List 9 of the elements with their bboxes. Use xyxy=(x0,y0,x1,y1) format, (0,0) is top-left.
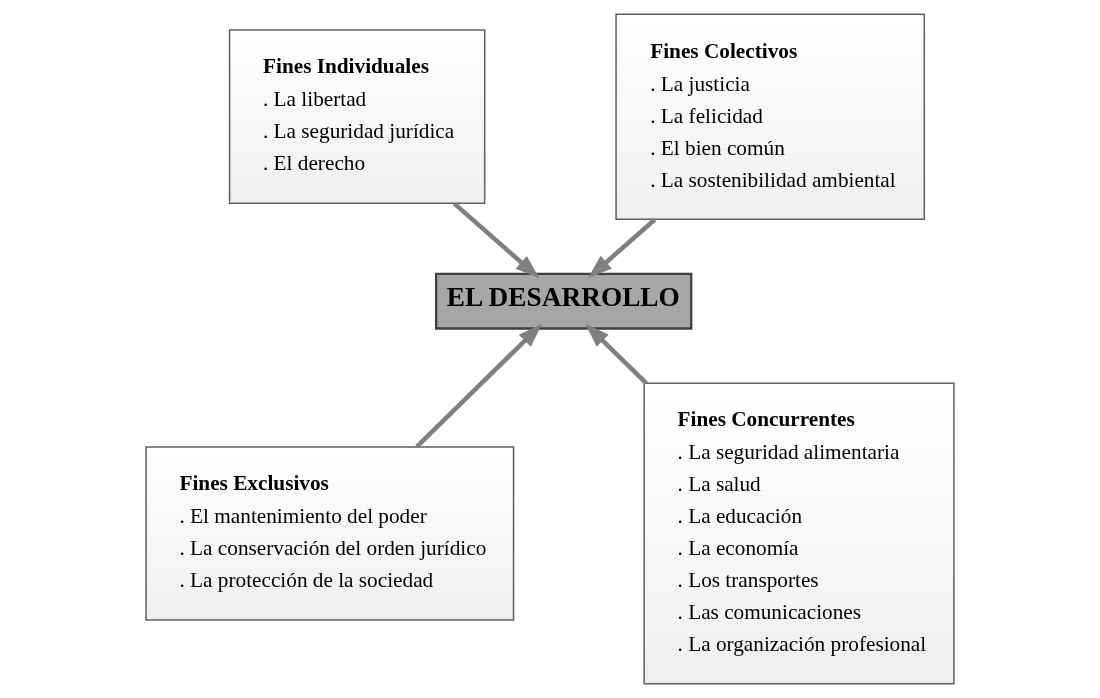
arrow xyxy=(415,323,543,449)
node-box: Fines Exclusivos . El mantenimiento del poder . La conservación del orden jurídico . La protección de la sociedad xyxy=(145,446,515,621)
node-box: Fines Colectivos . La justicia . La felicidad . El bien común . La sostenibilidad ambiental xyxy=(615,13,926,220)
arrow xyxy=(587,217,657,279)
node-box: Fines Individuales . La libertad . La seguridad jurídica . El derecho xyxy=(228,29,486,204)
node-box: Fines Concurrentes . La seguridad alimentaria . La salud . La educación . La economía . Los transportes . Las comunicaciones . La organización profesional xyxy=(643,382,955,685)
node-box: EL DESARROLLO xyxy=(434,272,693,330)
arrow xyxy=(585,323,648,385)
arrow xyxy=(452,201,540,279)
